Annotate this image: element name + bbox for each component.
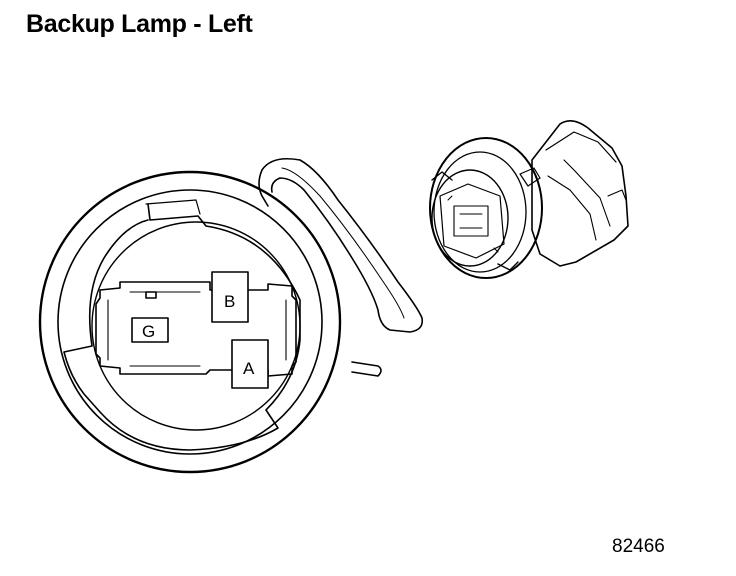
- pin-label-b: B: [224, 292, 235, 311]
- socket-body: [531, 120, 629, 267]
- inner-ring: [57, 189, 323, 455]
- pin-g-cavity: [131, 317, 169, 343]
- pin-b-cavity: [211, 271, 249, 323]
- wire-lead: [258, 157, 424, 333]
- bulb-socket: [429, 120, 629, 279]
- pin-a-cavity: [231, 339, 269, 389]
- socket-face: [431, 169, 509, 267]
- socket-flange: [429, 137, 543, 279]
- pin-label-a: A: [243, 359, 255, 378]
- pin-label-g: G: [142, 322, 155, 341]
- flange: [63, 203, 301, 451]
- harness-connector-face: B A G: [38, 157, 424, 474]
- terminal-block: [95, 281, 297, 377]
- figure-number: 82466: [612, 536, 665, 557]
- outer-ring: [38, 170, 342, 474]
- page-title: Backup Lamp - Left: [26, 10, 253, 38]
- latch-tab: [351, 361, 382, 377]
